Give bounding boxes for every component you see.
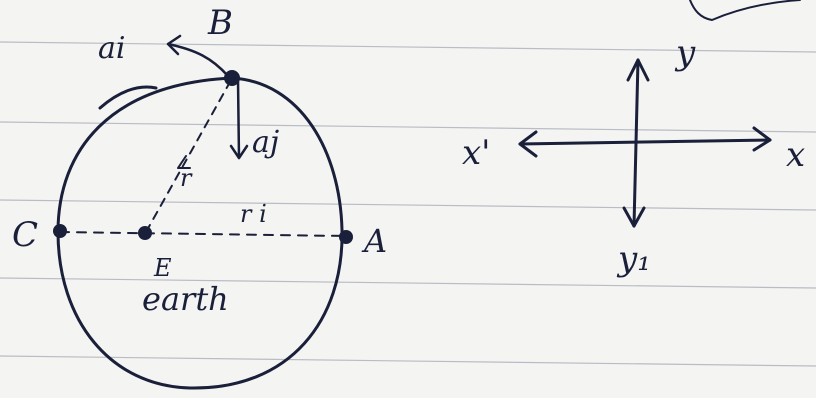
diameter-dashed-line [59, 231, 347, 237]
axis-label-y: y [674, 33, 696, 73]
label-e: E [153, 254, 172, 282]
y-axis-line [632, 58, 640, 228]
point-c-dot [53, 224, 67, 238]
corner-scribble [689, 0, 801, 21]
axis-label-y-neg: y₁ [616, 239, 651, 279]
x-axis-arrowhead [752, 126, 772, 152]
label-r: r [180, 164, 193, 192]
orbit-circle [56, 76, 344, 390]
axis-label-x: x [786, 135, 805, 175]
point-a-dot [339, 230, 353, 244]
y-neg-arrowhead [622, 206, 646, 228]
aj-arrow [229, 78, 249, 160]
point-e-dot [138, 226, 152, 240]
label-ai: ai [98, 31, 125, 66]
coordinate-axes [518, 58, 772, 228]
y-axis-arrowhead [626, 58, 650, 82]
label-earth: earth [142, 280, 229, 318]
axis-label-x-neg: x' [462, 133, 491, 173]
x-neg-arrowhead [518, 130, 538, 158]
label-c: C [12, 215, 38, 255]
label-ri: r i [240, 200, 267, 228]
motion-arc [98, 85, 158, 110]
ruled-lines [0, 41, 816, 367]
ai-arrow [166, 34, 230, 78]
label-a: A [361, 222, 387, 260]
label-aj: aj [252, 125, 279, 160]
radius-dashed-line [145, 81, 231, 233]
radius-arrow-mark [177, 155, 191, 169]
label-b: B [207, 3, 233, 43]
point-b-dot [224, 70, 240, 86]
x-axis-line [518, 138, 772, 146]
